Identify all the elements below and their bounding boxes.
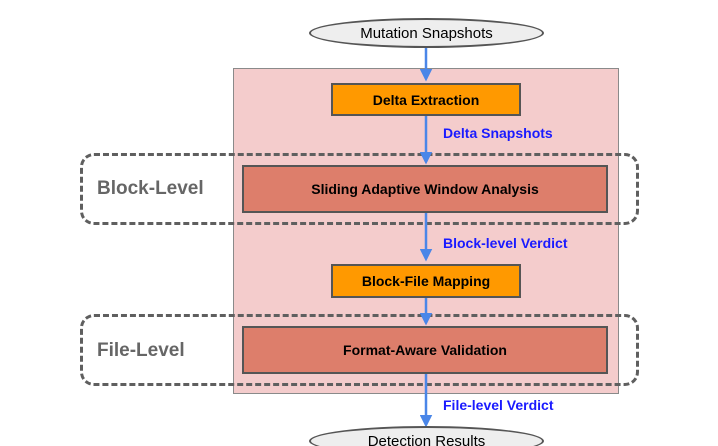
- file-level-verdict-label: File-level Verdict: [443, 397, 554, 413]
- file-level-region: [80, 314, 639, 386]
- sliding-window-node: Sliding Adaptive Window Analysis: [242, 165, 608, 213]
- format-validation-node: Format-Aware Validation: [242, 326, 608, 374]
- block-level-region: [80, 153, 639, 225]
- block-level-label: Block-Level: [97, 178, 204, 199]
- block-level-verdict-label: Block-level Verdict: [443, 235, 568, 251]
- block-file-mapping-node: Block-File Mapping: [331, 264, 521, 298]
- file-level-label: File-Level: [97, 340, 185, 361]
- delta-extraction-node: Delta Extraction: [331, 83, 521, 116]
- delta-snapshots-label: Delta Snapshots: [443, 125, 553, 141]
- mutation-snapshots-node: Mutation Snapshots: [309, 18, 544, 48]
